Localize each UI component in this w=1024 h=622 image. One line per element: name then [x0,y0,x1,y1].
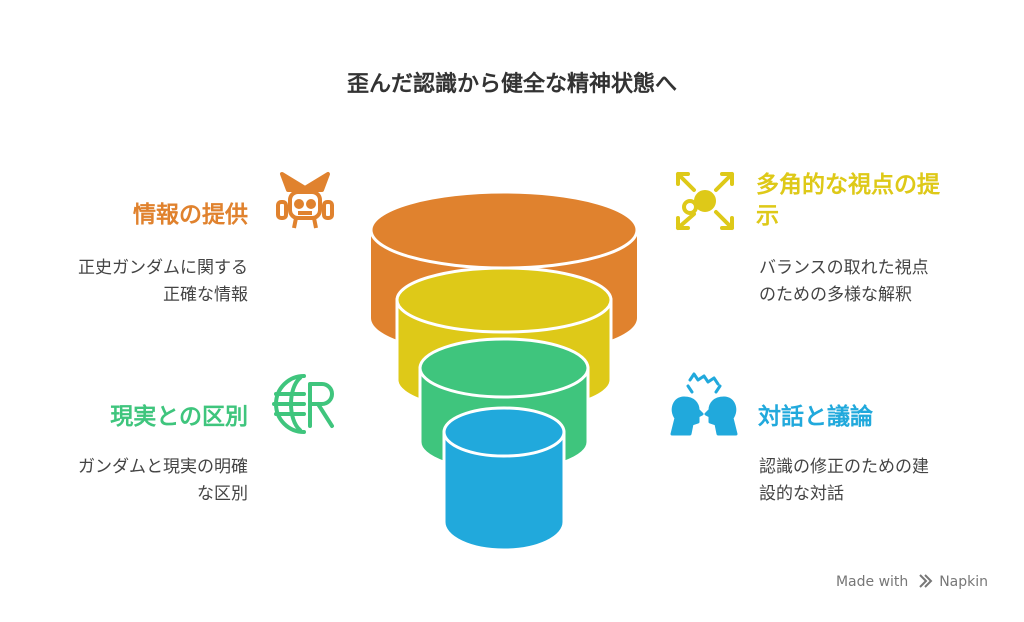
info-description: 正史ガンダムに関する 正確な情報 [78,255,248,309]
perspectives-description: バランスの取れた視点 のための多様な解釈 [759,255,929,309]
people-dialogue-icon [668,370,740,444]
made-with-label: Made with [835,574,909,590]
expand-arrows-icon [670,166,740,240]
info-description-line: 正確な情報 [163,285,248,305]
info-heading: 情報の提供 [133,202,248,228]
diagram-title: 歪んだ認識から健全な精神状態へ [346,72,677,97]
perspectives-description-line: のための多様な解釈 [759,285,912,305]
napkin-brand: Napkin [939,574,988,590]
funnel-layer-blue [442,406,566,552]
robot-icon [272,168,338,238]
made-with-napkin-credit: Made with Napkin [836,573,988,590]
dialogue-heading: 対話と議論 [758,404,873,430]
reality-description-line: な区別 [197,484,248,504]
reality-description: ガンダムと現実の明確 な区別 [78,454,248,508]
reality-heading: 現実との区別 [110,404,248,430]
perspectives-description-line: バランスの取れた視点 [759,258,929,278]
napkin-logo-icon [919,574,933,588]
perspectives-heading-line: 示 [756,203,779,229]
dialogue-description: 認識の修正のための建 設的な対話 [759,454,929,508]
dialogue-description-line: 設的な対話 [759,484,844,504]
info-description-line: 正史ガンダムに関する [78,258,248,278]
perspectives-heading: 多角的な視点の提 示 [756,170,940,232]
perspectives-heading-line: 多角的な視点の提 [756,172,940,198]
globe-reality-icon [270,370,340,444]
reality-description-line: ガンダムと現実の明確 [78,457,248,477]
dialogue-description-line: 認識の修正のための建 [759,457,929,477]
